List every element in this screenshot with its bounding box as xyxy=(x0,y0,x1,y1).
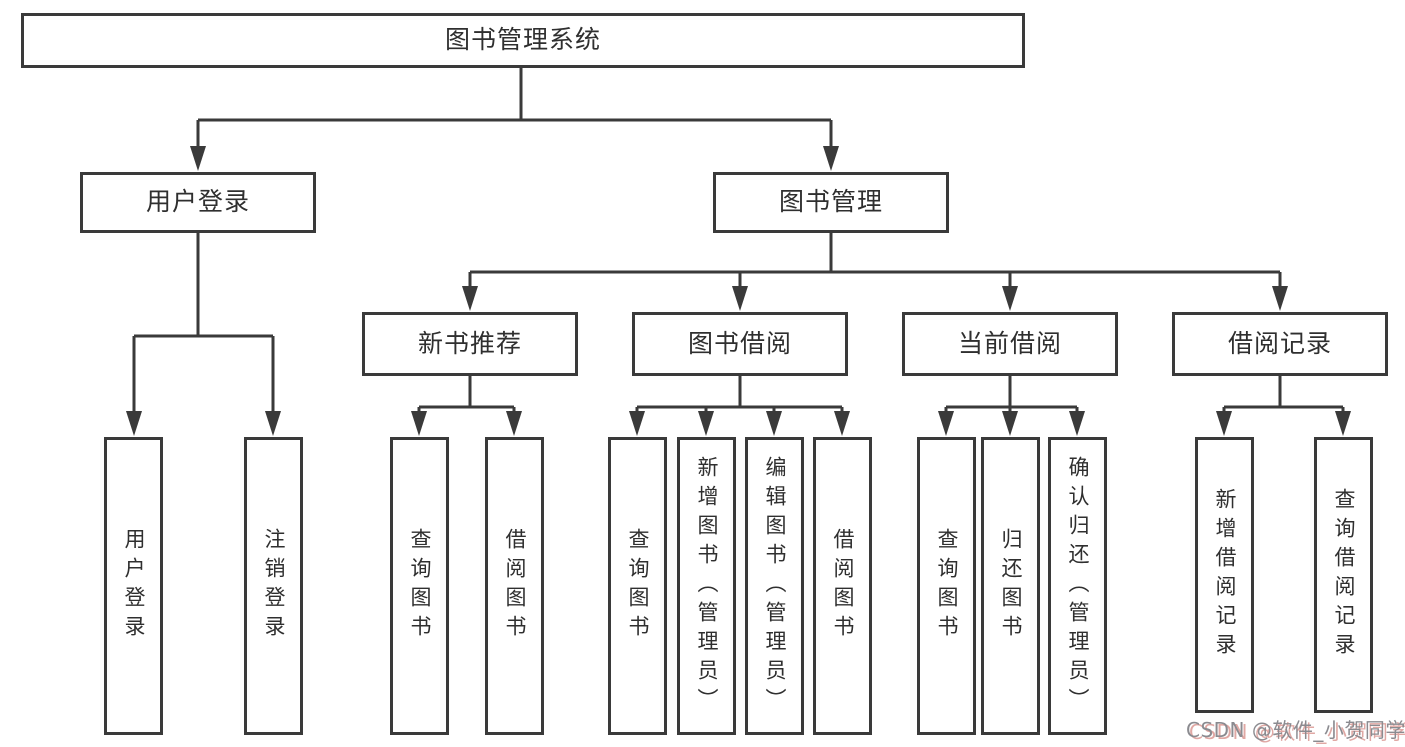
arrowhead-icon xyxy=(462,286,478,311)
arrowhead-icon xyxy=(823,146,839,171)
arrow-to-new-book-rec xyxy=(462,272,478,311)
connector-borrow-records-rail xyxy=(1224,376,1343,409)
arrow-to-query-books-2 xyxy=(629,407,645,436)
arrow-to-query-books-3 xyxy=(938,407,954,436)
arrow-to-query-borrow-record xyxy=(1335,407,1351,436)
arrowhead-icon xyxy=(629,411,645,436)
arrowhead-icon xyxy=(126,411,142,436)
connector-current-borrow-rail xyxy=(946,376,1077,409)
leaf-logout: 注销登录 xyxy=(244,437,303,735)
leaf-query-borrow-record: 查询借阅记录 xyxy=(1314,437,1373,713)
node-book-borrowing: 图书借阅 xyxy=(632,312,848,376)
leaf-query-books-current: 查询图书 xyxy=(917,437,976,735)
arrowhead-icon xyxy=(938,411,954,436)
node-book-management: 图书管理 xyxy=(713,172,949,233)
arrowhead-icon xyxy=(1335,411,1351,436)
arrowhead-icon xyxy=(732,286,748,311)
connector-book-borrow-rail xyxy=(637,376,842,409)
arrowhead-icon xyxy=(1069,411,1085,436)
arrowhead-icon xyxy=(834,411,850,436)
leaf-confirm-return-admin: 确认归还（管理员） xyxy=(1048,437,1107,735)
arrow-to-confirm-return xyxy=(1069,407,1085,436)
csdn-watermark: CSDN @软件_小贺同学 xyxy=(1186,718,1405,742)
arrowhead-icon xyxy=(190,146,206,171)
node-root-library-system: 图书管理系统 xyxy=(21,13,1025,68)
connector-user-login-rail xyxy=(134,233,273,338)
arrowhead-icon xyxy=(1002,286,1018,311)
arrowhead-icon xyxy=(506,411,522,436)
leaf-return-books: 归还图书 xyxy=(981,437,1040,735)
leaf-add-books-admin: 新增图书（管理员） xyxy=(677,437,736,735)
node-borrowing-records: 借阅记录 xyxy=(1172,312,1388,376)
arrow-to-user-login xyxy=(190,120,206,171)
arrowhead-icon xyxy=(1002,411,1018,436)
arrow-to-borrow-books-2 xyxy=(834,407,850,436)
arrow-to-borrow-records xyxy=(1272,272,1288,311)
connector-new-book-rec-rail xyxy=(419,376,514,409)
arrow-to-return-books xyxy=(1002,407,1018,436)
connector-root-rail xyxy=(198,68,831,122)
arrow-to-edit-books xyxy=(766,407,782,436)
leaf-borrow-books-recommend: 借阅图书 xyxy=(485,437,544,735)
arrowhead-icon xyxy=(1272,286,1288,311)
arrowhead-icon xyxy=(698,411,714,436)
leaf-add-borrow-record: 新增借阅记录 xyxy=(1195,437,1254,713)
arrow-to-add-borrow-record xyxy=(1216,407,1232,436)
arrow-to-borrow-books-1 xyxy=(506,407,522,436)
arrow-to-book-mgmt xyxy=(823,120,839,171)
leaf-edit-books-admin: 编辑图书（管理员） xyxy=(745,437,804,735)
leaf-query-books-borrowing: 查询图书 xyxy=(608,437,667,735)
arrow-to-user-login-leaf xyxy=(126,336,142,436)
arrowhead-icon xyxy=(766,411,782,436)
node-new-book-recommend: 新书推荐 xyxy=(362,312,578,376)
arrowhead-icon xyxy=(411,411,427,436)
node-user-login: 用户登录 xyxy=(80,172,316,233)
arrow-to-add-books xyxy=(698,407,714,436)
arrowhead-icon xyxy=(265,411,281,436)
connector-book-mgmt-rail xyxy=(470,233,1280,274)
leaf-query-books-recommend: 查询图书 xyxy=(390,437,449,735)
arrow-to-query-books-1 xyxy=(411,407,427,436)
arrowhead-icon xyxy=(1216,411,1232,436)
arrow-to-current-borrow xyxy=(1002,272,1018,311)
leaf-user-login: 用户登录 xyxy=(104,437,163,735)
arrow-to-book-borrow xyxy=(732,272,748,311)
node-current-borrowing: 当前借阅 xyxy=(902,312,1118,376)
arrow-to-logout-leaf xyxy=(265,336,281,436)
leaf-borrow-books-borrowing: 借阅图书 xyxy=(813,437,872,735)
